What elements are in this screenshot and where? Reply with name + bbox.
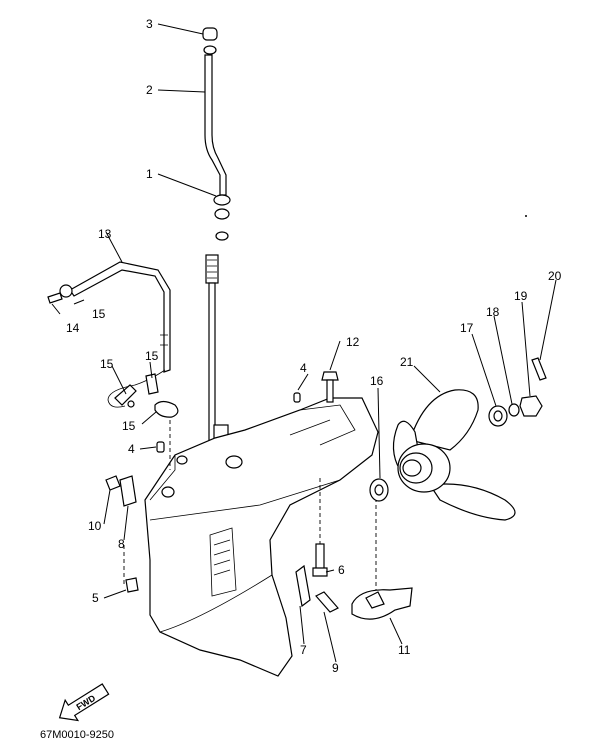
callout-15-c: 15 [145,349,159,363]
callout-10: 10 [88,519,102,533]
washer [508,403,520,417]
callout-15-a: 15 [92,307,106,321]
bolt-12 [321,371,339,403]
trim-tab [351,587,413,620]
lower-casing [144,397,379,677]
callout-6: 6 [338,563,345,577]
callout-16: 16 [370,374,384,388]
plate-8 [119,475,137,507]
guide-lines [123,420,377,592]
callout-15-d: 15 [122,419,136,433]
callout-5: 5 [92,591,99,605]
callout-17: 17 [460,321,474,335]
anode-7 [295,564,311,608]
callout-13: 13 [98,227,112,241]
hose-clamps [107,369,179,418]
callout-labels: 3 2 1 13 15 14 15 15 15 4 12 4 10 8 5 6 … [66,17,562,675]
cotter-pin [531,357,547,381]
plug-4-upper [293,392,301,403]
callout-21: 21 [400,355,414,369]
callout-4-lower: 4 [128,442,135,456]
registration-dot [525,215,527,217]
drawing-code: 67M0010-9250 [40,729,114,741]
water-tube-seal [213,194,231,241]
propeller-nut [519,395,543,417]
callout-2: 2 [146,83,153,97]
propeller [392,389,516,521]
callout-14: 14 [66,321,80,335]
callout-19: 19 [514,289,528,303]
hose [47,261,171,373]
spacer [488,405,508,427]
callout-8: 8 [118,537,125,551]
thrust-washer [369,478,389,502]
drive-shaft [205,254,229,448]
callout-7: 7 [300,643,307,657]
plug-4-lower [156,441,165,453]
bolt-6 [312,543,328,577]
callout-12: 12 [346,335,360,349]
callout-11: 11 [398,643,411,657]
callout-18: 18 [486,305,500,319]
callout-1: 1 [146,167,153,181]
bolt-10 [105,475,121,491]
water-tube [204,54,227,196]
callout-3: 3 [146,17,153,31]
callout-9: 9 [332,661,339,675]
fwd-arrow-icon: FWD [58,683,110,722]
callout-4-upper: 4 [300,361,307,375]
leader-lines [51,23,557,663]
callout-20: 20 [548,269,562,283]
bolt-5 [125,577,139,593]
water-tube-grommet [202,27,218,55]
screw-9 [315,591,339,613]
callout-15-b: 15 [100,357,114,371]
